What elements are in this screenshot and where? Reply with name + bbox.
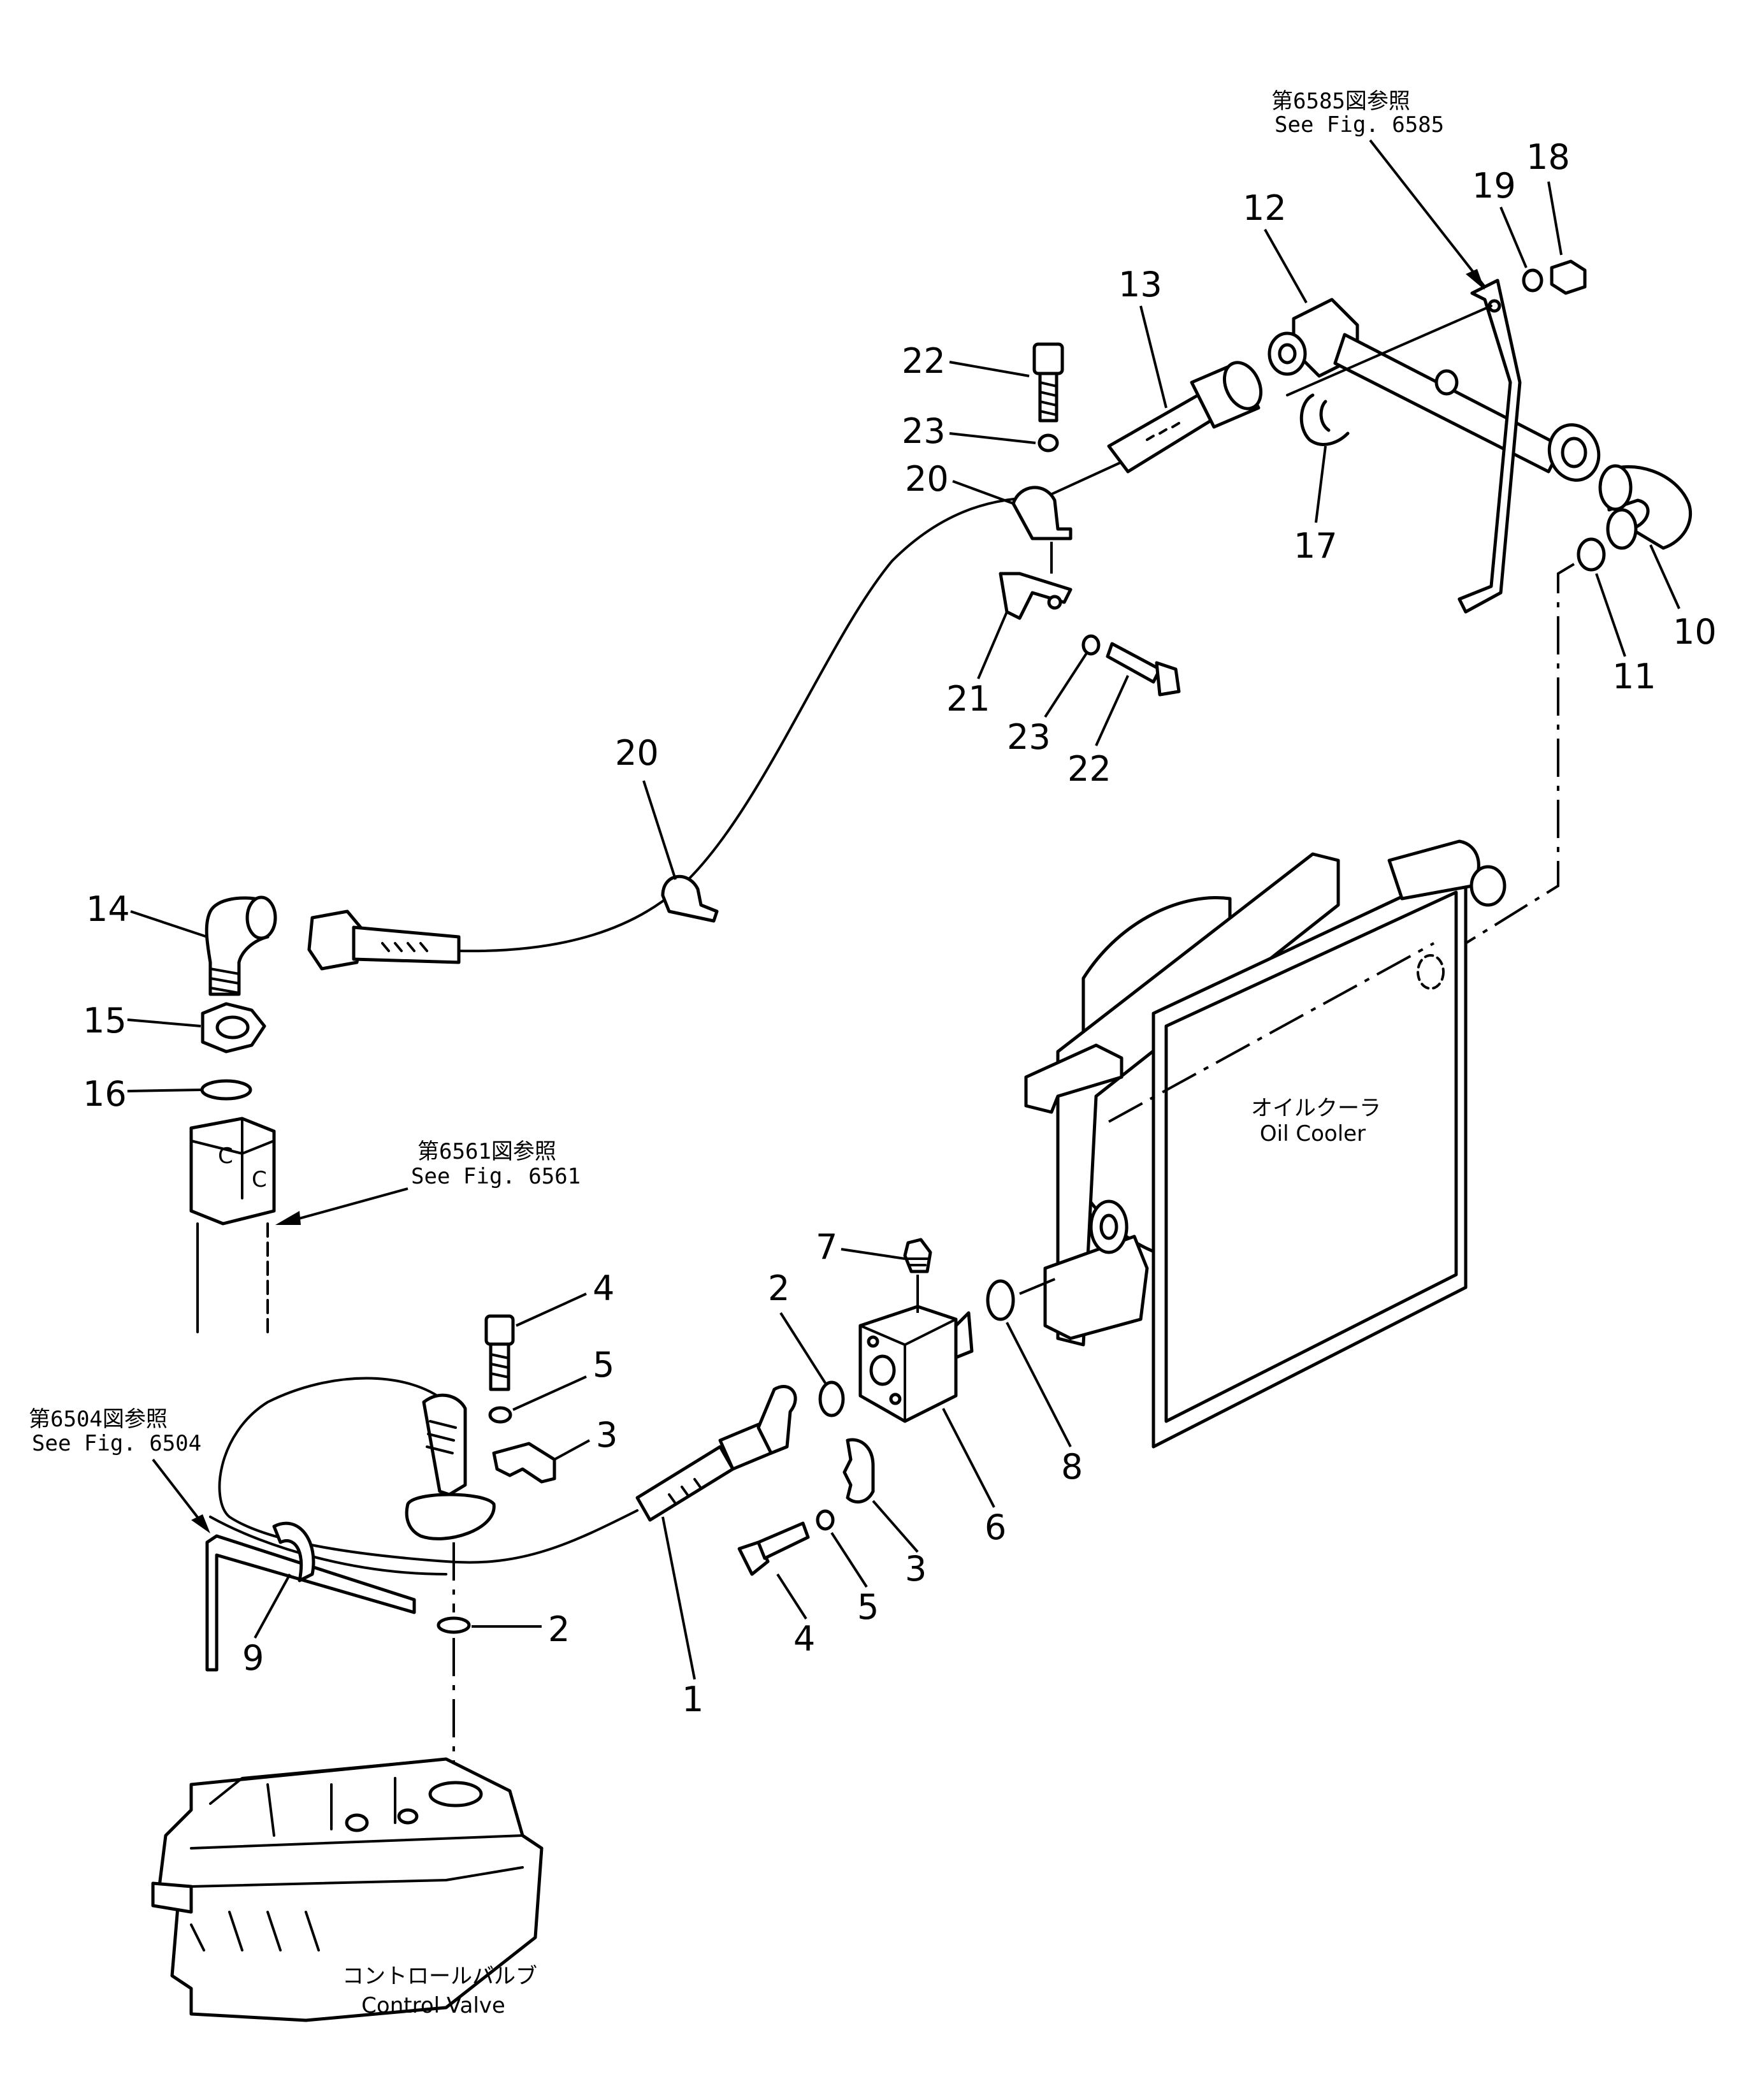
callout-13: 13 (1118, 264, 1162, 305)
callout-20-middle: 20 (615, 733, 659, 773)
callout-8: 8 (1061, 1447, 1083, 1487)
clamp-20-middle (661, 874, 719, 923)
bracket-21 (999, 572, 1073, 620)
ref-6504-en: See Fig. 6504 (32, 1431, 201, 1456)
callout-14: 14 (86, 889, 130, 929)
oring-11 (1577, 537, 1606, 572)
bolt-4-upper (484, 1314, 515, 1391)
pipe-6504 (205, 1521, 416, 1672)
fitting-6561: C C (189, 1117, 276, 1333)
ref-6585-en: See Fig. 6585 (1275, 112, 1444, 138)
callout-23-upper: 23 (902, 411, 946, 451)
bolt-22-upper (1032, 342, 1064, 423)
callout-3-right: 3 (905, 1549, 927, 1589)
callout-2-lower: 2 (548, 1609, 570, 1649)
ubolt-17 (1299, 393, 1350, 446)
callout-2-block: 2 (768, 1268, 790, 1308)
callout-11: 11 (1612, 656, 1656, 697)
callout-12: 12 (1243, 188, 1287, 228)
ref-6561-jp: 第6561図参照 (417, 1139, 556, 1164)
callout-17: 17 (1294, 526, 1338, 566)
callouts: 1 2 2 3 3 4 4 5 5 6 7 8 9 10 11 12 13 (83, 137, 1717, 1720)
control-valve-label-jp: コントロールバルブ (342, 1964, 537, 1989)
callout-4-upper: 4 (593, 1268, 614, 1308)
callout-10: 10 (1673, 612, 1717, 652)
callout-19: 19 (1472, 166, 1516, 206)
callout-4-lower: 4 (793, 1619, 815, 1659)
washer-23-lower (1081, 634, 1101, 656)
valve-block-6 (858, 1305, 974, 1423)
washer-5-lower (816, 1509, 835, 1531)
hose-upper (458, 461, 1123, 953)
ref-fig-6561: 第6561図参照 See Fig. 6561 (275, 1139, 581, 1225)
callout-18: 18 (1526, 137, 1570, 177)
nut-15 (201, 1002, 266, 1054)
oil-cooler: オイルクーラ Oil Cooler (1024, 839, 1506, 1449)
hose-1 (209, 1377, 797, 1575)
callout-7: 7 (816, 1227, 837, 1267)
clamp-20-upper (1011, 486, 1073, 540)
fitting-mark-side: C (252, 1167, 267, 1192)
bolt-4-lower (737, 1521, 810, 1576)
callout-5-upper: 5 (593, 1345, 614, 1385)
callout-15: 15 (83, 1001, 127, 1041)
control-valve-label-en: Control Valve (361, 1993, 505, 2018)
plug-7 (903, 1238, 932, 1273)
flange-half-3-left (492, 1442, 556, 1484)
ref-6585-jp: 第6585図参照 (1271, 89, 1410, 114)
oring-2-block (818, 1380, 845, 1417)
callout-1: 1 (682, 1679, 704, 1720)
callout-6: 6 (985, 1507, 1006, 1547)
oring-16 (200, 1079, 252, 1101)
hose-13 (1107, 361, 1263, 474)
pipe-12 (1268, 298, 1601, 482)
ref-fig-6504: 第6504図参照 See Fig. 6504 (29, 1407, 210, 1533)
oil-cooler-label-en: Oil Cooler (1260, 1121, 1366, 1147)
washer-5-upper (488, 1406, 512, 1424)
callout-3-left: 3 (596, 1415, 618, 1455)
washer-19 (1522, 268, 1543, 293)
oring-8 (986, 1279, 1015, 1321)
ref-6504-jp: 第6504図参照 (29, 1407, 168, 1432)
ref-fig-6585: 第6585図参照 See Fig. 6585 (1271, 89, 1486, 290)
callout-9: 9 (242, 1638, 264, 1678)
flange-half-3-right (842, 1438, 875, 1504)
elbow-10 (1598, 464, 1693, 550)
washer-23-upper (1037, 433, 1059, 453)
bolt-22-lower (1106, 642, 1181, 697)
nut-18 (1550, 259, 1587, 295)
callout-23-lower: 23 (1007, 717, 1051, 757)
callout-21: 21 (946, 679, 990, 719)
callout-16: 16 (83, 1074, 127, 1114)
bracket-12 (1286, 279, 1522, 614)
callout-5-lower: 5 (857, 1587, 879, 1627)
fitting-mark: C (218, 1143, 233, 1169)
hose-flange (405, 1393, 496, 1540)
callout-22-lower: 22 (1067, 749, 1111, 789)
hose-end-14 (307, 909, 461, 971)
callout-22-upper: 22 (902, 341, 946, 381)
elbow-14 (205, 895, 277, 996)
oring-2-lower (437, 1616, 471, 1634)
callout-20-upper: 20 (905, 459, 949, 499)
ref-6561-en: See Fig. 6561 (411, 1164, 581, 1189)
control-valve: コントロールバルブ Control Valve (151, 1757, 544, 2022)
oil-cooler-label-jp: オイルクーラ (1251, 1096, 1381, 1121)
